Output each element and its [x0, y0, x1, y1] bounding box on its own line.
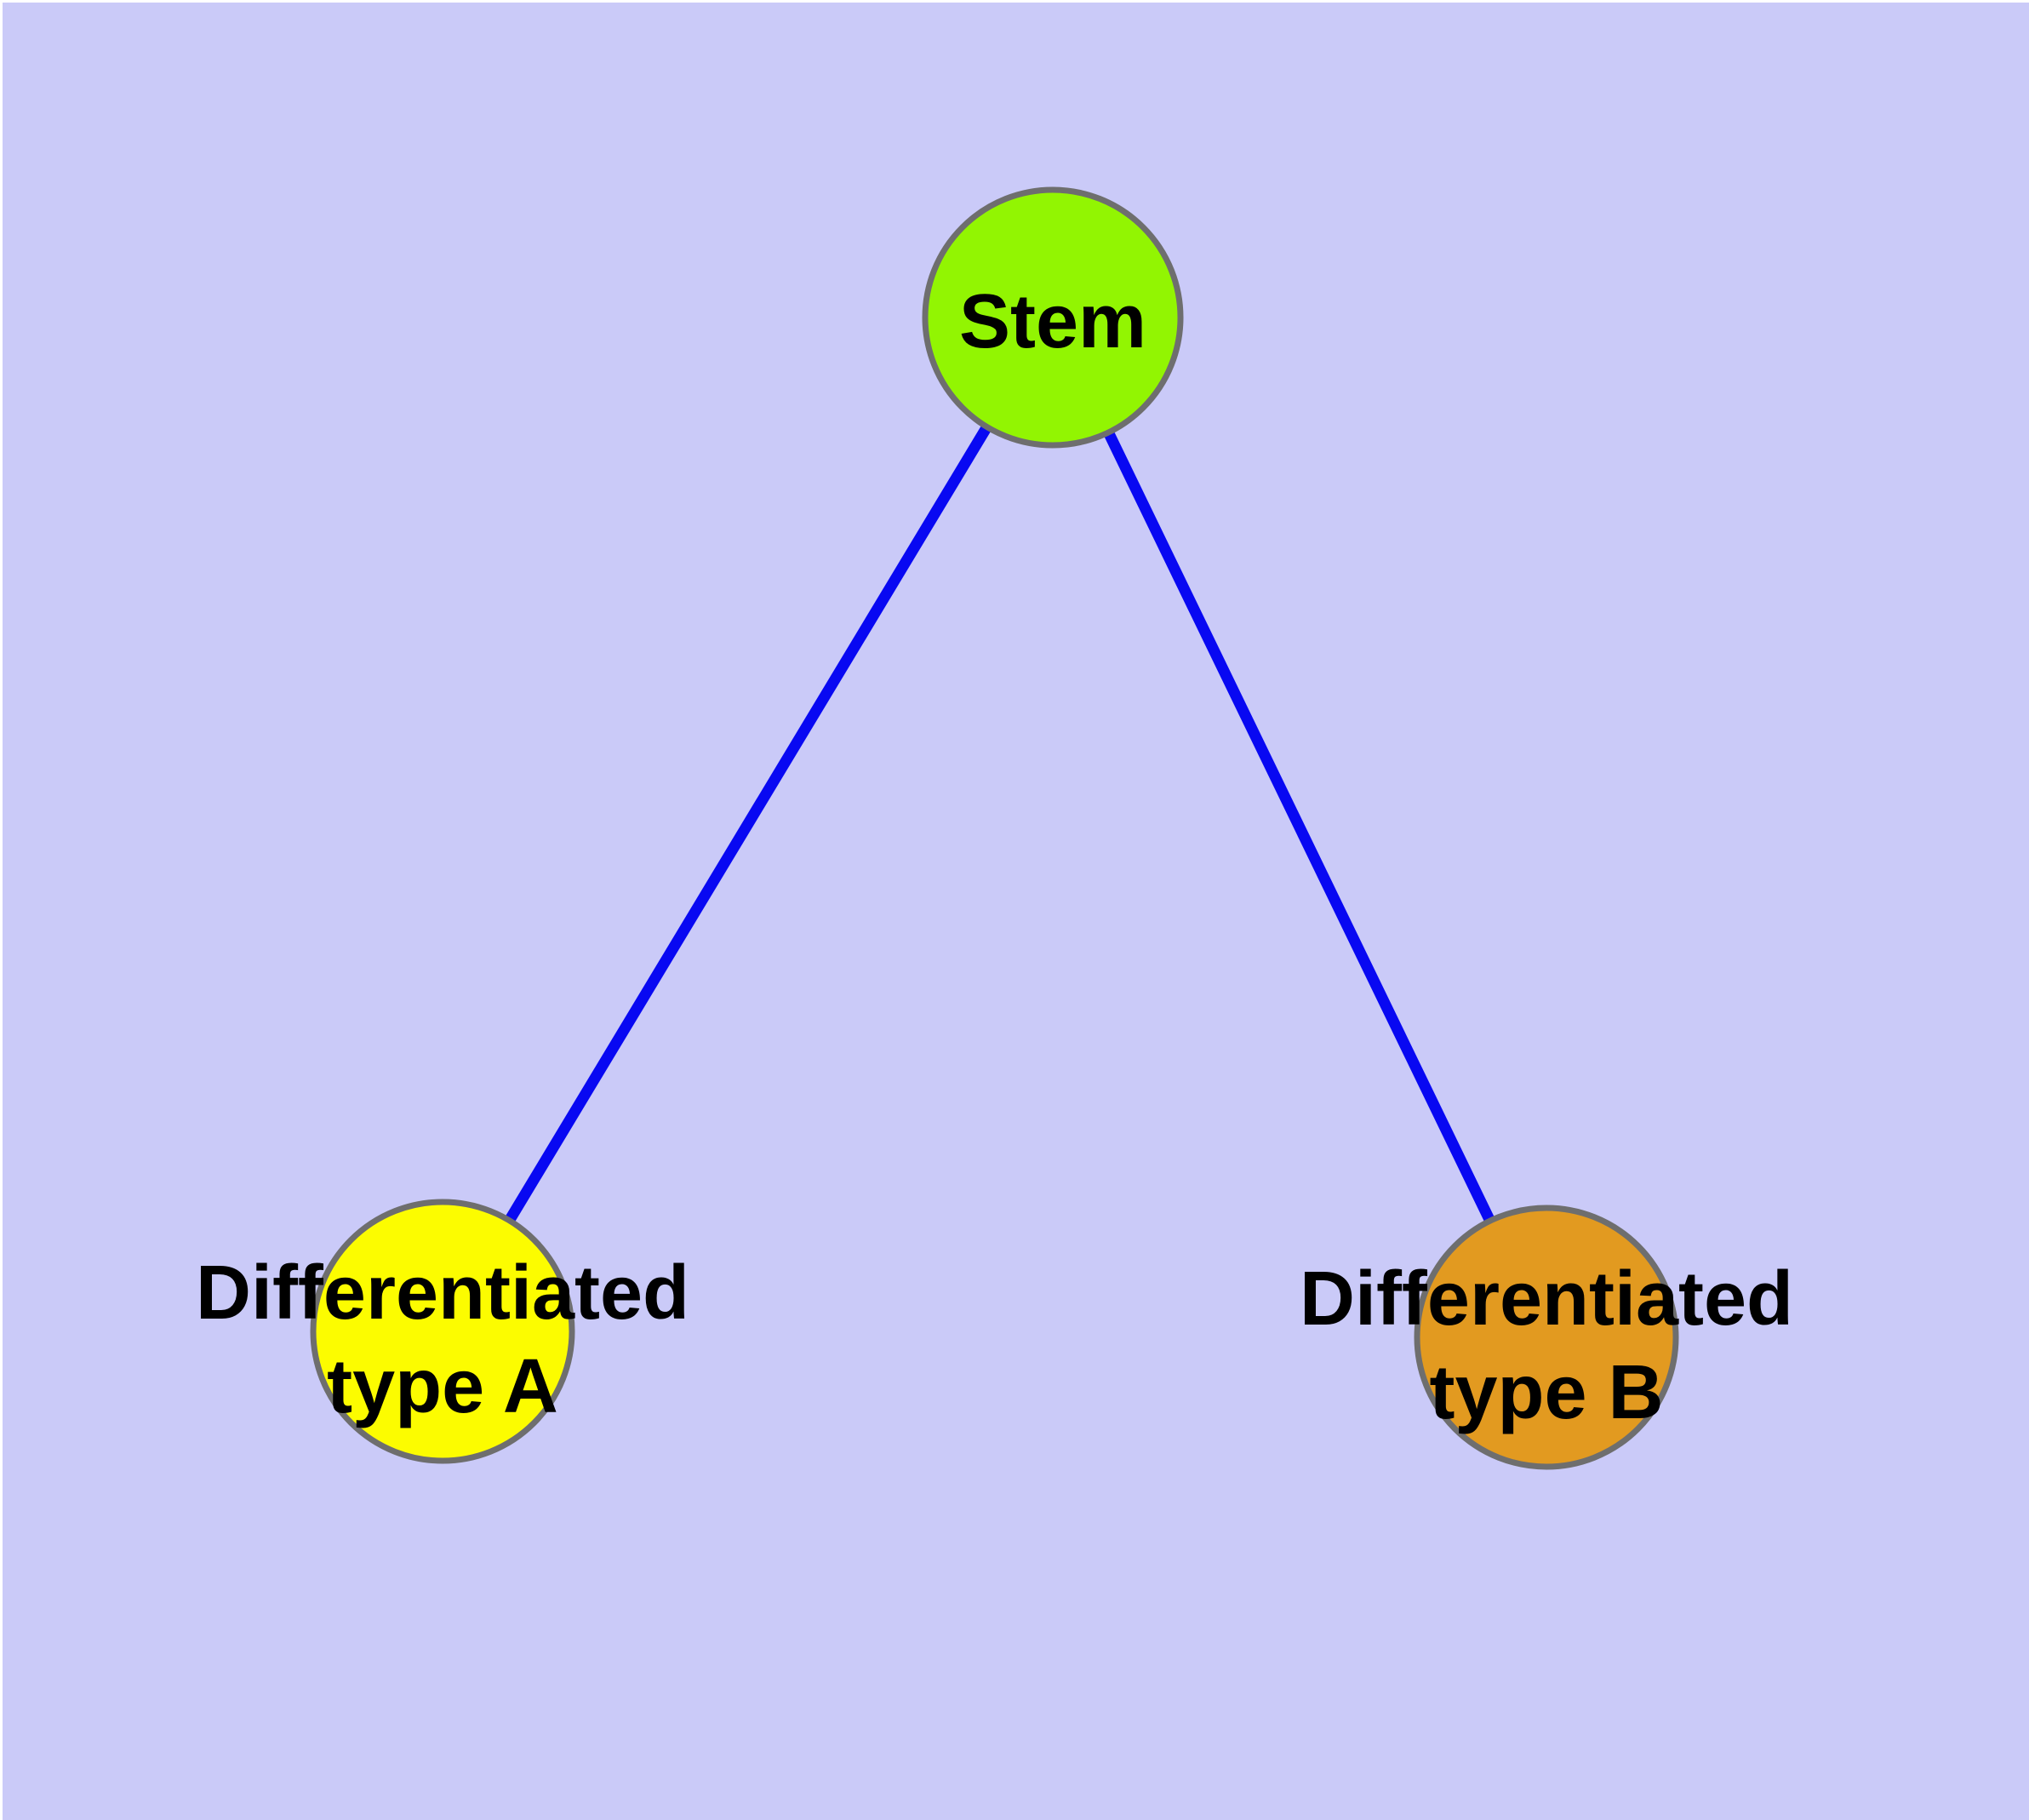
type-b-node: [1414, 1205, 1679, 1470]
stem-node-label: Stem: [959, 279, 1146, 364]
type-a-label-line2: type A: [327, 1344, 558, 1429]
edge-stem-to-type-a: [437, 314, 1058, 1335]
stem-node: [922, 186, 1184, 449]
type-b-label-line1: Differentiated: [1300, 1256, 1793, 1342]
type-a-label-line1: Differentiated: [196, 1251, 689, 1336]
type-a-node: [310, 1199, 575, 1464]
edge-stem-to-type-b: [1048, 315, 1552, 1340]
type-b-label-line2: type B: [1429, 1350, 1663, 1435]
